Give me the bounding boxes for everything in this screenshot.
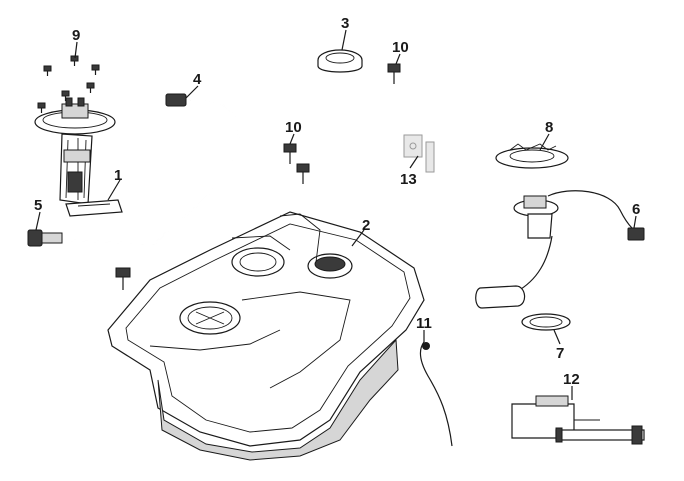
breather-tube	[419, 341, 453, 447]
bolt-10-a	[387, 63, 401, 84]
evap-canister	[511, 395, 645, 445]
callout-2: 2	[362, 217, 370, 234]
callout-4: 4	[193, 71, 202, 88]
screw	[61, 90, 70, 101]
callout-8: 8	[545, 119, 553, 136]
grommet	[317, 49, 363, 73]
callout-3: 3	[341, 15, 349, 32]
callout-7: 7	[556, 345, 564, 362]
sender-retaining-ring	[495, 143, 569, 169]
callout-11: 11	[416, 315, 432, 332]
callout-6: 6	[632, 201, 640, 218]
screw	[91, 64, 100, 75]
callout-9: 9	[72, 27, 80, 44]
screw	[70, 55, 79, 66]
hose-connector-end	[27, 229, 43, 247]
callout-5: 5	[34, 197, 42, 214]
screw	[43, 65, 52, 76]
callout-12: 12	[563, 371, 580, 388]
fuel-hose	[27, 93, 240, 247]
sender-connector	[627, 227, 645, 241]
sender-gasket	[521, 313, 571, 331]
callout-10-b: 10	[285, 119, 302, 136]
hose-connector-top	[165, 93, 187, 107]
fuel-pump-assembly	[34, 97, 123, 217]
bolt-10-b	[283, 143, 310, 184]
callout-10-a: 10	[392, 39, 409, 56]
screw	[86, 82, 95, 93]
callout-13: 13	[400, 171, 417, 188]
bolt	[115, 267, 131, 290]
callouts: 1 2 3 4 5 6 7 8 9 10 10 11 12 13	[34, 15, 640, 388]
leader-lines	[35, 29, 637, 400]
fuel-tank	[107, 211, 425, 461]
callout-1: 1	[114, 167, 122, 184]
small-bracket	[403, 134, 435, 173]
fuel-level-sender	[475, 190, 645, 309]
screw	[37, 102, 46, 113]
screw-set-9	[37, 55, 100, 113]
